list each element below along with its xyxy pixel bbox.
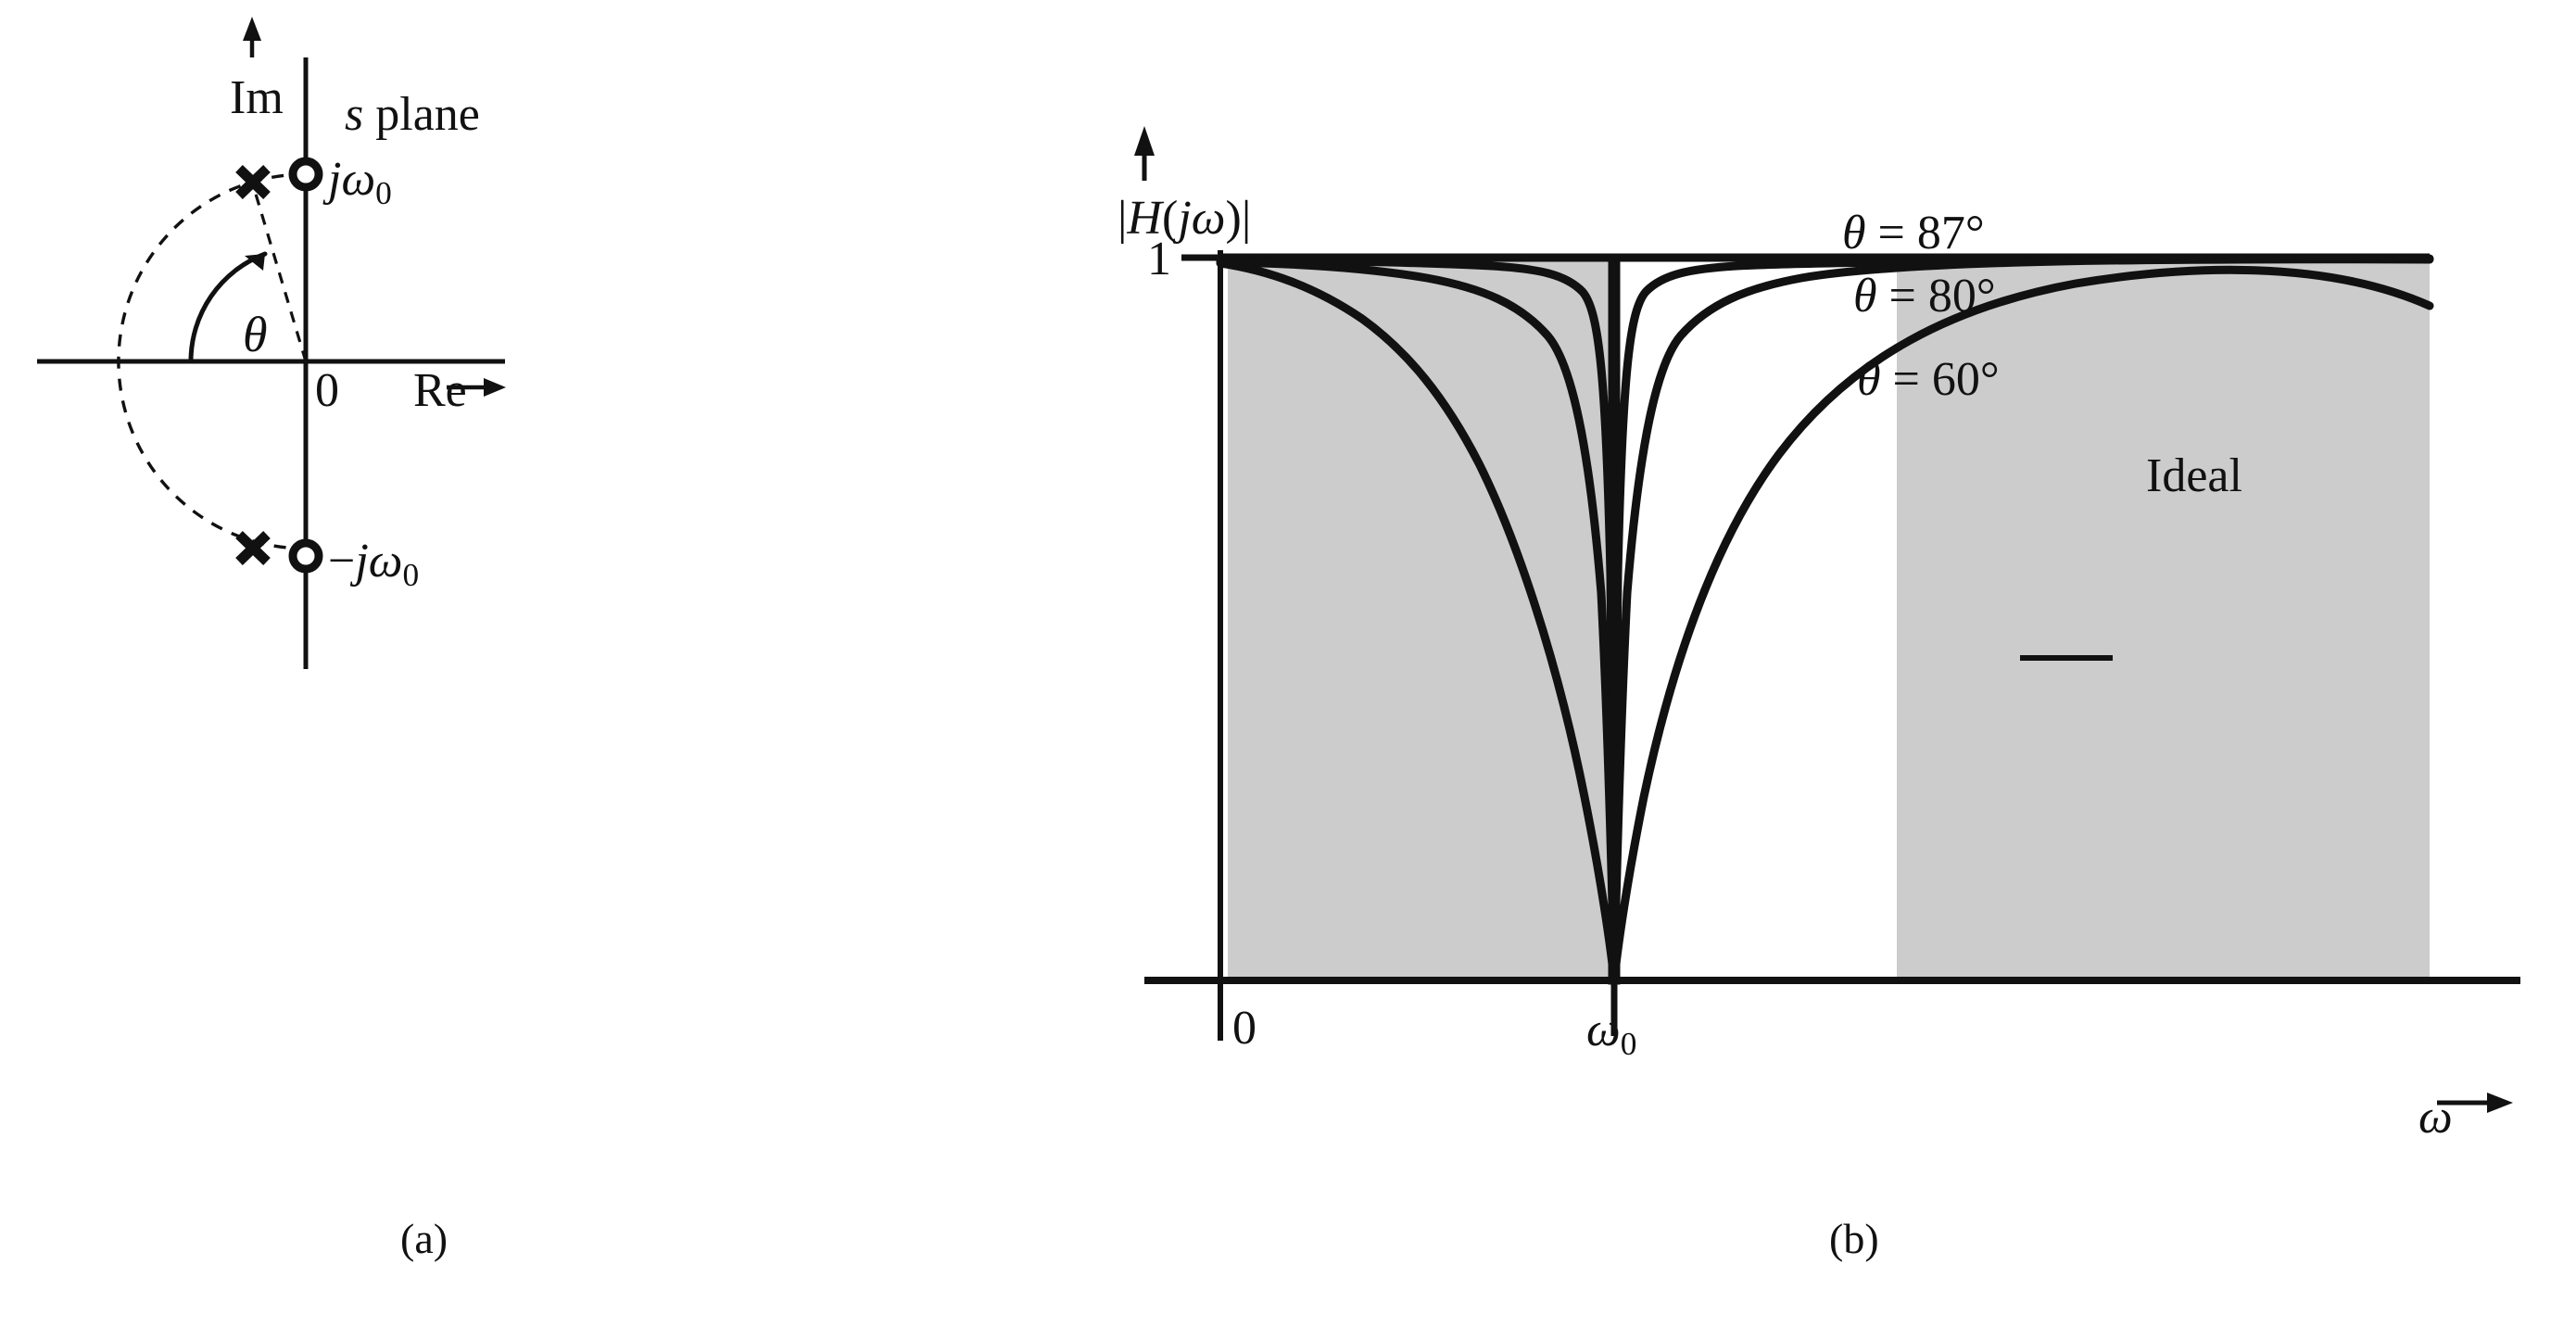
imaginary-axis-arrow-icon <box>243 17 261 57</box>
curve-label-theta-60: θ = 60° <box>1857 353 2000 406</box>
curve-theta-80 <box>1216 255 2434 981</box>
legend-label-ideal: Ideal <box>2146 449 2242 502</box>
x-origin-label-b: 0 <box>1232 1002 1256 1055</box>
theta-angle-label: θ <box>243 307 268 362</box>
theta-angle-arc <box>188 251 268 364</box>
s-plane-title: s plane <box>345 88 480 141</box>
unit-circle-dashed-arc <box>117 172 307 550</box>
y-tick-label-one: 1 <box>1147 233 1171 285</box>
panel-b-caption: (b) <box>1829 1215 1879 1262</box>
y-axis-label: |H(jω)| <box>1118 192 1252 245</box>
x-axis-label-omega: ω <box>2418 1091 2453 1144</box>
pole-radius-dashed-line <box>250 181 308 362</box>
zero-marker-upper <box>288 157 323 192</box>
curve-label-theta-87: θ = 87° <box>1842 207 1985 259</box>
shaded-region-left <box>1228 258 1617 980</box>
panel-b-magnitude-response-plot <box>1134 126 2520 1113</box>
shaded-region-right <box>1897 258 2430 980</box>
zero-label-upper: jω0 <box>328 153 392 211</box>
curve-label-theta-80: θ = 80° <box>1853 270 1996 322</box>
curve-theta-60 <box>1216 259 2434 981</box>
imaginary-axis-label: Im <box>230 71 284 124</box>
x-axis-arrow-icon <box>2437 1093 2513 1113</box>
theta-arc-arrowhead <box>245 254 265 271</box>
panel-a-s-plane-diagram <box>37 17 506 669</box>
pole-marker-upper <box>235 165 271 199</box>
pole-marker-lower <box>235 531 271 565</box>
y-axis-arrow-icon <box>1134 126 1155 181</box>
x-center-label-omega0: ω0 <box>1586 1004 1637 1062</box>
origin-label-a: 0 <box>315 364 339 417</box>
real-axis-arrow-icon <box>447 378 506 397</box>
zero-marker-lower <box>288 538 323 574</box>
panel-a-caption: (a) <box>400 1215 448 1262</box>
zero-label-lower: −jω0 <box>328 535 420 593</box>
real-axis-label: Re <box>413 364 467 417</box>
